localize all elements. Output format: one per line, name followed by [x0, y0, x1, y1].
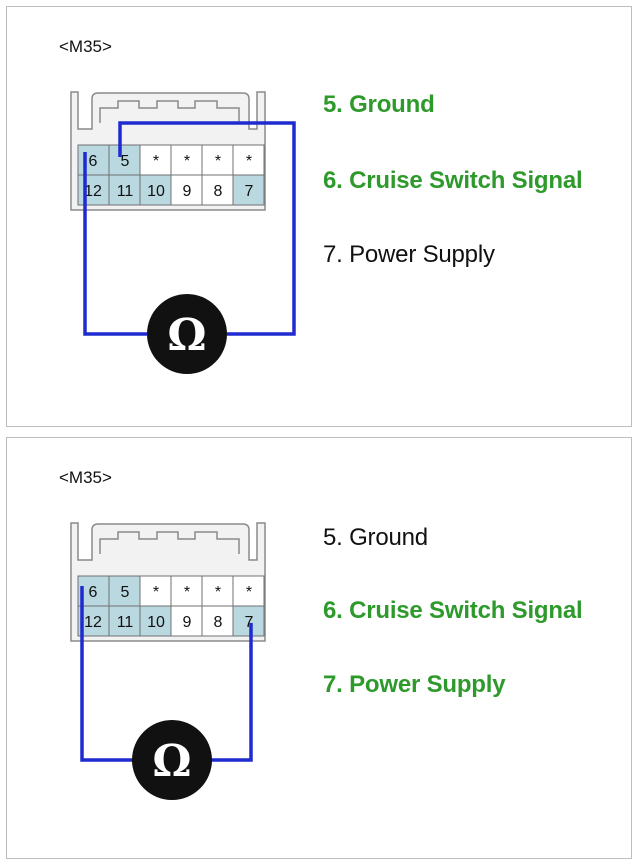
pin-label: 9 — [183, 614, 192, 631]
pin-5 — [108, 575, 141, 607]
connector-id: <M35> — [59, 468, 112, 487]
pin-label: 6 — [89, 153, 98, 170]
pin-12 — [77, 174, 110, 206]
legend-cruise-switch-signal: 6. Cruise Switch Signal — [323, 167, 583, 194]
pin-5 — [108, 144, 141, 176]
pin-empty — [170, 575, 203, 607]
legend-ground: 5. Ground — [323, 524, 428, 551]
legend-cruise-switch-signal: 6. Cruise Switch Signal — [323, 597, 583, 624]
pin-label: * — [215, 584, 221, 601]
pin-label: * — [246, 584, 252, 601]
test-lead-wire — [211, 623, 253, 762]
connector-latch — [99, 100, 240, 123]
pin-label: 6 — [89, 584, 98, 601]
pin-8 — [201, 605, 234, 637]
pin-label: 9 — [183, 183, 192, 200]
pin-label: * — [184, 584, 190, 601]
diagram-panel-2: 6 5 * * * * 12 11 10 9 8 7 Ω <M35> 5. Gr… — [6, 437, 632, 859]
pin-11 — [108, 605, 141, 637]
connector-id: <M35> — [59, 37, 112, 56]
pin-empty — [139, 575, 172, 607]
pin-10 — [139, 174, 172, 206]
pin-9 — [170, 174, 203, 206]
legend-power-supply: 7. Power Supply — [323, 671, 506, 698]
pin-label: 7 — [245, 183, 254, 200]
pin-11 — [108, 174, 141, 206]
ohmmeter-icon: Ω — [147, 294, 227, 374]
pin-empty — [201, 575, 234, 607]
pin-label: * — [153, 584, 159, 601]
test-lead-wire — [118, 121, 296, 336]
ohmmeter-icon: Ω — [132, 720, 212, 800]
ohm-symbol: Ω — [167, 310, 206, 361]
pin-label: 12 — [84, 614, 102, 631]
pin-7 — [232, 605, 265, 637]
connector-latch — [99, 531, 240, 554]
connector-diagram-2: 6 5 * * * * 12 11 10 9 8 7 Ω — [70, 522, 266, 800]
pin-label: * — [246, 153, 252, 170]
pin-label: 5 — [121, 153, 130, 170]
pin-label: * — [153, 153, 159, 170]
pin-10 — [139, 605, 172, 637]
pin-label: * — [215, 153, 221, 170]
pin-label: 10 — [147, 614, 165, 631]
pin-label: 7 — [245, 614, 254, 631]
diagram-panel-1: 6 5 * * * * 12 11 10 9 8 7 Ω <M35> 5. Gr… — [6, 6, 632, 427]
pin-label: 11 — [117, 183, 134, 200]
test-lead-wire — [83, 152, 147, 336]
pin-label: 11 — [117, 614, 134, 631]
ohm-symbol: Ω — [152, 736, 191, 787]
pin-7 — [232, 174, 265, 206]
pin-label: 5 — [121, 584, 130, 601]
pin-label: 8 — [214, 183, 223, 200]
test-lead-wire — [80, 586, 133, 762]
pin-label: 10 — [147, 183, 165, 200]
pin-label: 8 — [214, 614, 223, 631]
pin-9 — [170, 605, 203, 637]
pin-label: 12 — [84, 183, 102, 200]
connector-diagram-1: 6 5 * * * * 12 11 10 9 8 7 Ω — [70, 91, 296, 374]
legend-ground: 5. Ground — [323, 91, 435, 118]
pin-label: * — [184, 153, 190, 170]
legend-power-supply: 7. Power Supply — [323, 241, 495, 268]
pin-6 — [77, 144, 110, 176]
